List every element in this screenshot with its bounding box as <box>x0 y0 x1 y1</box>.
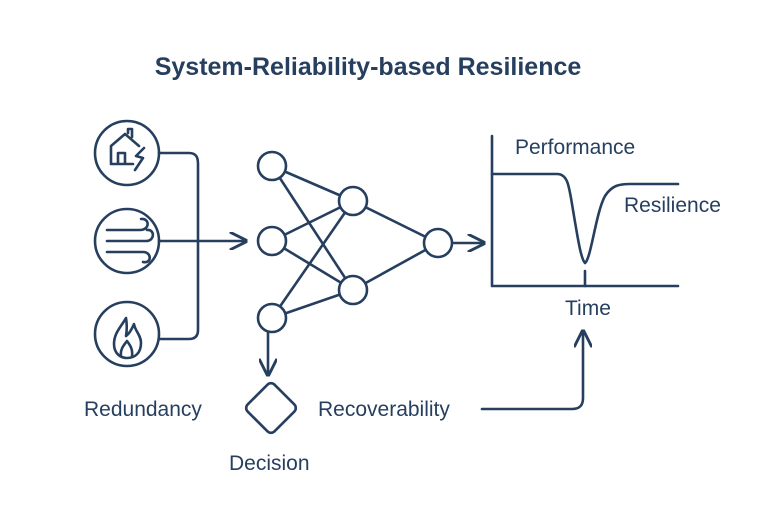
fire-icon <box>93 300 161 368</box>
performance-label: Performance <box>515 136 635 159</box>
network-edges <box>268 164 482 373</box>
wind-icon <box>93 207 161 275</box>
diamond-decision-icon <box>244 381 298 435</box>
network-nodes <box>256 150 454 334</box>
hazard-connectors <box>157 151 244 341</box>
hidden-node-1 <box>337 185 369 217</box>
plot-axes <box>490 134 680 288</box>
output-node <box>422 227 454 259</box>
diagram-title: System-Reliability-based Resilience <box>155 53 582 81</box>
input-node-3 <box>256 302 288 334</box>
redundancy-label: Redundancy <box>84 398 202 421</box>
performance-plot <box>490 134 680 288</box>
time-label: Time <box>565 297 611 320</box>
performance-curve <box>490 172 680 265</box>
resilience-label: Resilience <box>624 194 721 217</box>
decision-label: Decision <box>229 452 310 475</box>
input-node-2 <box>256 225 288 257</box>
recoverability-label: Recoverability <box>318 398 450 421</box>
house-damage-icon <box>93 119 161 187</box>
recoverability-arrow <box>480 333 583 411</box>
input-node-1 <box>256 150 288 182</box>
hidden-node-2 <box>337 274 369 306</box>
